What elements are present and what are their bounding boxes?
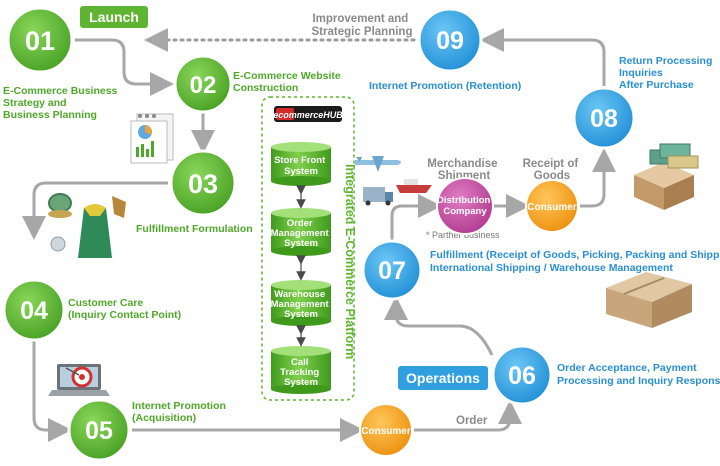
step-01: 01 [6, 6, 74, 74]
flow-04-05 [32, 340, 72, 442]
system-store-front: Store Front System [271, 142, 331, 186]
plane-icon [355, 156, 401, 172]
system-order-management-label: Order Management System [271, 218, 332, 249]
step-05-number: 05 [85, 417, 113, 445]
platform-title: Integrated E-Commerce Platform [343, 164, 357, 359]
flow-01-02 [75, 38, 174, 96]
step-07-label: Fulfillment (Receipt of Goods, Picking, … [430, 249, 720, 274]
consumer-top-label: Consumer [527, 202, 577, 213]
target-laptop-icon [48, 364, 110, 396]
flow-consumer-08 [580, 148, 616, 208]
step-08-number: 08 [590, 105, 618, 133]
step-06: 06 [491, 344, 553, 406]
launch-badge: Launch [80, 6, 148, 28]
step-09-label: Internet Promotion (Retention) [369, 80, 521, 92]
distribution-company-node: Distribution Company [436, 177, 494, 235]
step-03-number: 03 [188, 169, 218, 199]
step-02: 02 [173, 54, 233, 114]
step-07: 07 [361, 239, 423, 301]
step-04: 04 [2, 278, 66, 342]
step-05: 05 [67, 398, 131, 462]
business-report-icon [130, 113, 174, 164]
ecommercehub-logo-text: ecommerceHUB [273, 110, 343, 120]
system-call-tracking: Call Tracking System [271, 346, 331, 394]
step-07-number: 07 [378, 257, 406, 285]
cardboard-box-icon [606, 272, 692, 328]
flow-lines [22, 28, 616, 442]
ecommercehub-logo: ecommerceHUB [273, 106, 343, 122]
step-06-number: 06 [508, 362, 536, 390]
consumer-node-bottom: Consumer [359, 403, 413, 457]
system-store-front-label: Store Front System [274, 155, 328, 177]
step-02-label: E-Commerce Website Construction [233, 70, 344, 94]
step-08-label: Return Processing Inquiries After Purcha… [619, 55, 715, 91]
improvement-label: Improvement and Strategic Planning [312, 13, 413, 38]
step-01-number: 01 [25, 26, 55, 56]
step-03: 03 [169, 149, 237, 217]
step-09: 09 [417, 7, 483, 73]
step-04-label: Customer Care (Inquiry Contact Point) [68, 297, 181, 321]
receipt-label: Receipt of Goods [523, 158, 582, 182]
step-09-number: 09 [436, 27, 464, 55]
system-warehouse-management: Warehouse Management System [271, 280, 332, 326]
distribution-company-label: Distribution Company [437, 195, 493, 217]
flow-07-distribution [390, 194, 442, 240]
ship-icon [396, 179, 432, 193]
step-05-label: Internet Promotion (Acquisition) [132, 400, 229, 424]
step-03-label: Fulfillment Formulation [136, 223, 253, 235]
system-warehouse-management-label: Warehouse Management System [271, 289, 332, 320]
money-boxes-icon [634, 143, 699, 210]
consumer-bottom-label: Consumer [361, 426, 411, 437]
fashion-products-icon [48, 193, 126, 258]
flow-06-07 [384, 296, 494, 356]
platform-box: ecommerceHUB Integrated E-Commerce Platf… [261, 96, 357, 401]
step-06-label: Order Acceptance, Payment Processing and… [557, 362, 720, 387]
flow-consumer-06 [414, 400, 522, 432]
operations-badge: Operations [398, 366, 488, 390]
launch-badge-label: Launch [89, 9, 139, 25]
merchandise-label: Merchandise Shipment [427, 158, 501, 182]
operations-badge-label: Operations [406, 370, 480, 386]
step-08: 08 [572, 86, 636, 150]
step-02-number: 02 [190, 72, 217, 99]
step-04-number: 04 [20, 297, 48, 325]
truck-icon [363, 187, 393, 206]
system-call-tracking-label: Call Tracking System [280, 357, 322, 388]
step-01-label: E-Commerce Business Strategy and Busines… [3, 85, 120, 121]
consumer-node-top: Consumer [525, 179, 579, 233]
flow-03-04 [22, 181, 168, 240]
system-order-management: Order Management System [271, 208, 332, 256]
partner-note: * Parther business [426, 230, 500, 240]
order-label: Order [456, 415, 488, 427]
flow-08-09 [480, 28, 606, 86]
